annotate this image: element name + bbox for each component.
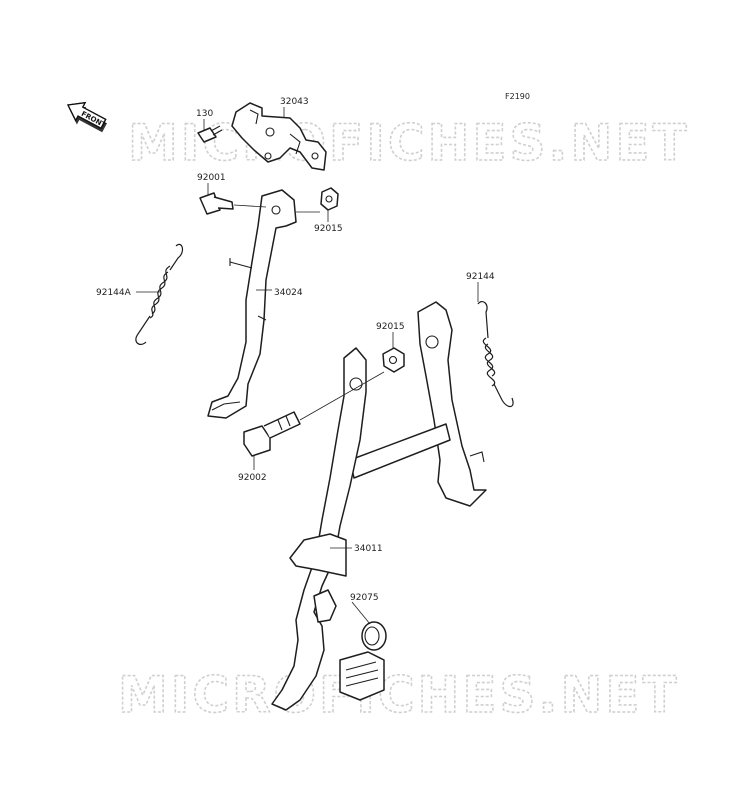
side-stand-34024-icon: [207, 189, 297, 419]
callout-34024: 34024: [274, 288, 303, 298]
main-stand-34011-icon: [271, 301, 487, 711]
callout-92015-lower: 92015: [376, 322, 405, 332]
callout-92002: 92002: [238, 473, 267, 483]
front-arrow-icon: FRONT: [67, 101, 107, 133]
spring-92144-icon: [477, 300, 514, 408]
callout-32043: 32043: [280, 97, 309, 107]
callout-92015-upper: 92015: [314, 224, 343, 234]
bracket-32043-icon: [231, 102, 327, 171]
figure-code: F2190: [505, 92, 530, 101]
callout-92001: 92001: [197, 173, 226, 183]
bolt-92001-icon: [199, 192, 234, 215]
callout-34011: 34011: [354, 544, 383, 554]
watermark-bottom: MICROFICHES.NET: [118, 666, 680, 724]
rubber-92075-icon: [361, 621, 387, 651]
callout-92144A: 92144A: [96, 288, 132, 298]
bolt-92002-icon: [243, 411, 301, 457]
callout-92075: 92075: [350, 593, 379, 603]
watermark-top: MICROFICHES.NET: [128, 114, 690, 172]
spring-92144A-icon: [135, 243, 184, 346]
nut-92015-upper-icon: [320, 187, 339, 211]
bolt-130-icon: [197, 125, 223, 143]
nut-92015-lower-icon: [382, 347, 405, 373]
callout-92144: 92144: [466, 272, 495, 282]
leader-lines: [136, 107, 479, 625]
callout-130: 130: [196, 109, 213, 119]
